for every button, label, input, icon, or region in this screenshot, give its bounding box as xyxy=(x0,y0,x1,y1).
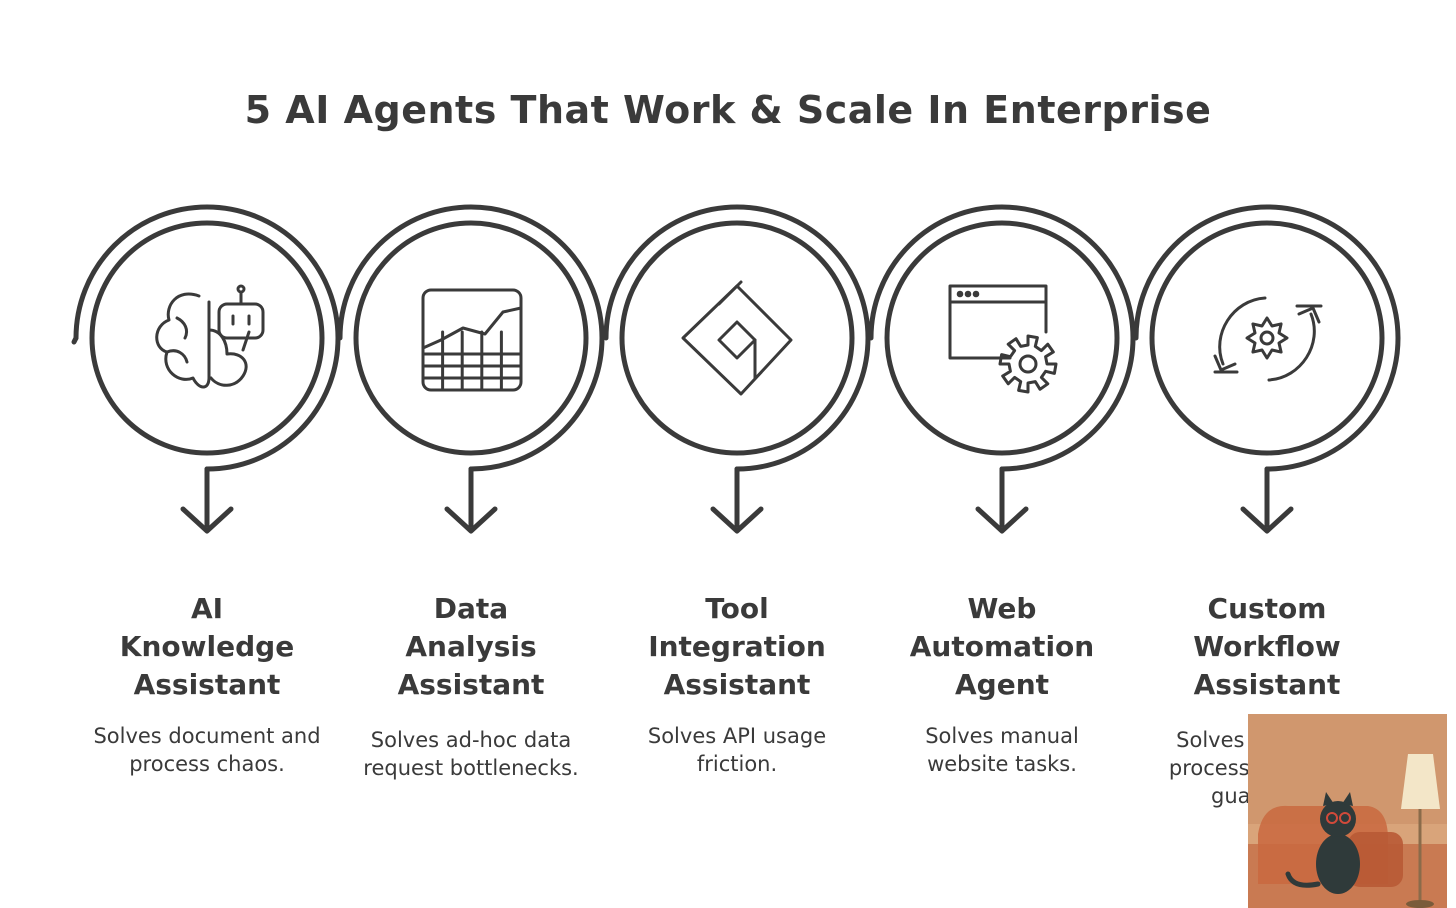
integration-diamond-icon xyxy=(681,280,793,396)
step-2-ring xyxy=(337,204,605,534)
inner-circle xyxy=(884,220,1120,456)
step-name-line: Custom xyxy=(1207,592,1327,625)
browser-gear-icon xyxy=(948,284,1058,394)
step-3-ring xyxy=(603,204,871,534)
arrow-down-icon xyxy=(1240,506,1294,534)
data-grid-chart-icon xyxy=(421,288,523,392)
step-name-line: Integration xyxy=(648,630,826,663)
step-2-description: Solves ad-hoc data request bottlenecks. xyxy=(363,728,579,780)
outer-arc xyxy=(868,204,1136,472)
outer-arc xyxy=(337,204,605,472)
outer-arc xyxy=(603,204,871,472)
step-1-description: Solves document and process chaos. xyxy=(93,724,321,776)
step-name-line: Knowledge xyxy=(119,630,295,663)
step-name-line: Data xyxy=(433,592,509,625)
arrow-down-icon xyxy=(180,506,234,534)
step-name-line: Assistant xyxy=(397,668,545,701)
inner-circle xyxy=(353,220,589,456)
step-name-line: Agent xyxy=(954,668,1050,701)
outer-arc xyxy=(1133,204,1401,472)
inner-circle xyxy=(89,220,325,456)
step-name-line: Tool xyxy=(705,592,769,625)
arrow-down-icon xyxy=(710,506,764,534)
step-name-line: Workflow xyxy=(1193,630,1341,663)
step-4-ring xyxy=(868,204,1136,534)
outer-arc xyxy=(73,204,341,472)
ring-tail xyxy=(71,335,79,345)
rings-layer xyxy=(71,204,1401,534)
step-name-line: Automation xyxy=(909,630,1095,663)
step-1-ring xyxy=(71,204,341,534)
step-5-ring xyxy=(1133,204,1401,534)
diagram-title: 5 AI Agents That Work & Scale In Enterpr… xyxy=(244,88,1212,132)
step-3-description: Solves API usage friction. xyxy=(647,724,827,776)
cat-watermark-image xyxy=(1248,714,1447,908)
step-name-line: Assistant xyxy=(663,668,811,701)
inner-circle xyxy=(619,220,855,456)
brain-robot-icon xyxy=(155,284,265,389)
step-name-line: Web xyxy=(967,592,1037,625)
step-name-line: Analysis xyxy=(405,630,537,663)
step-name-line: Assistant xyxy=(1193,668,1341,701)
step-name-line: AI xyxy=(190,592,224,625)
arrow-down-icon xyxy=(975,506,1029,534)
icons-layer xyxy=(155,280,1323,396)
inner-circle xyxy=(1149,220,1385,456)
cycle-gear-icon xyxy=(1213,296,1323,382)
step-4-description: Solves manual website tasks. xyxy=(925,724,1079,776)
arrow-down-icon xyxy=(444,506,498,534)
step-name-line: Assistant xyxy=(133,668,281,701)
